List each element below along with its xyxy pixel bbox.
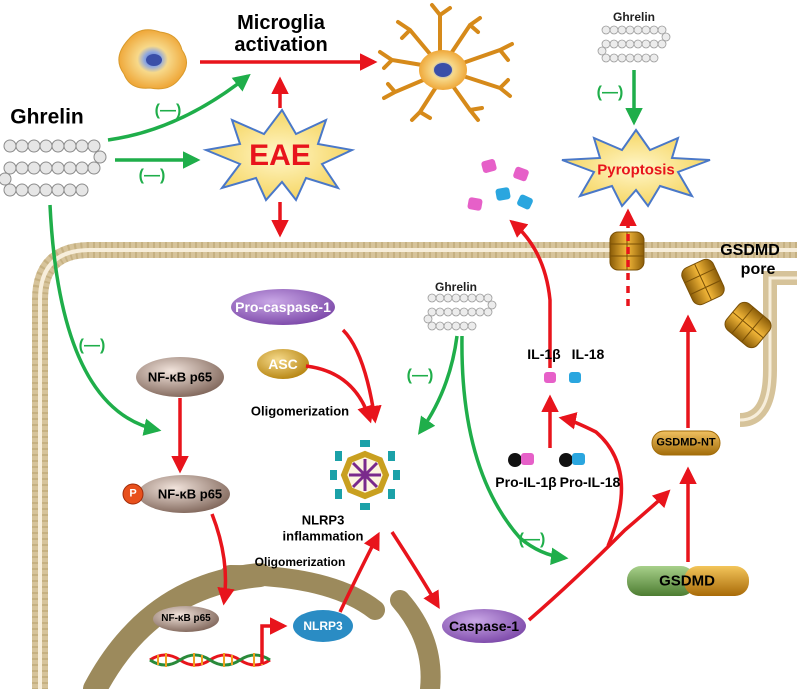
gsdmd-pore-icon	[681, 258, 725, 306]
nucleus-envelope	[83, 563, 441, 689]
activation-arrows	[171, 53, 697, 664]
ghrelin-peptide-chain-icon	[0, 139, 107, 197]
gsdmd-pore-label-line2: pore	[740, 261, 776, 278]
inhibition-arrows	[48, 70, 643, 566]
activated-microglia-icon	[378, 3, 514, 122]
pyroptosis-starburst-icon	[561, 128, 711, 208]
pro-il-1b-label: Pro-IL-1β	[495, 474, 557, 490]
il-1b-label: IL-1β	[527, 346, 561, 362]
asc-oval	[257, 349, 309, 379]
gsdmd-pore-icon	[724, 301, 772, 349]
gsdmd-label: GSDMD	[659, 572, 715, 590]
nlrp3-inflammation-label-line2: inflammation	[282, 528, 364, 544]
inhibition-label: (—)	[406, 367, 434, 384]
gsdmd-nt-block	[651, 430, 721, 456]
phospho-nfkb-p65-label: NF-κB p65	[157, 486, 223, 502]
inhibition-label: (—)	[138, 167, 166, 184]
ghrelin-top-right-label: Ghrelin	[612, 10, 656, 24]
il-18-label: IL-18	[571, 346, 605, 362]
caspase-1-oval	[442, 609, 526, 643]
nfkb-p65-label: NF-κB p65	[147, 369, 213, 385]
caspase-1-label: Caspase-1	[448, 618, 520, 634]
nfkb-p65-oval	[136, 357, 224, 397]
il-particles	[544, 372, 581, 383]
phospho-nfkb-p65-oval	[138, 475, 230, 513]
pro-caspase-1-label: Pro-caspase-1	[235, 299, 331, 315]
eae-label: EAE	[249, 139, 311, 172]
gsdmd-nt-label: GSDMD-NT	[656, 436, 716, 449]
gsdmd-pore-label-line1: GSDMD	[720, 242, 780, 259]
ghrelin-inner-label: Ghrelin	[434, 280, 478, 294]
phosphate-icon	[122, 483, 144, 505]
nfkb-p65-dna-label: NF-κB p65	[161, 613, 211, 624]
eae-starburst-icon	[202, 108, 356, 202]
microglia-activation-label-line2: activation	[234, 34, 328, 56]
microglia-activation-label-line1: Microglia	[237, 12, 325, 34]
asc-label: ASC	[268, 356, 298, 372]
inhibition-label: (—)	[596, 84, 624, 101]
inhibition-label: (—)	[518, 531, 546, 548]
nlrp3-node-oval	[293, 610, 353, 642]
cell-membrane	[32, 242, 797, 689]
pro-il-particles	[508, 453, 585, 467]
ghrelin-main-label: Ghrelin	[10, 105, 84, 129]
nlrp3-inflammation-label-line1: NLRP3	[301, 512, 345, 528]
nfkb-p65-dna-oval	[153, 606, 219, 632]
microglia-cell-icon	[118, 29, 187, 90]
ghrelin-peptide-chain-icon	[597, 25, 671, 63]
phosphate-label: P	[129, 487, 137, 500]
oligomerization-lower-label: Oligomerization	[254, 555, 346, 569]
pro-caspase-1-oval	[231, 289, 335, 325]
nlrp3-node-label: NLRP3	[303, 619, 343, 633]
dna-helix-icon	[149, 653, 271, 667]
oligomerization-upper-label: Oligomerization	[250, 403, 350, 419]
pyroptosis-label: Pyroptosis	[597, 161, 675, 179]
inhibition-label: (—)	[78, 337, 106, 354]
ghrelin-peptide-chain-icon	[423, 293, 497, 331]
pro-il-18-label: Pro-IL-18	[559, 474, 621, 490]
gsdmd-block	[627, 566, 749, 596]
released-cytokines	[467, 159, 533, 211]
nlrp3-inflammasome-icon	[330, 440, 400, 510]
inhibition-label: (—)	[154, 102, 182, 119]
